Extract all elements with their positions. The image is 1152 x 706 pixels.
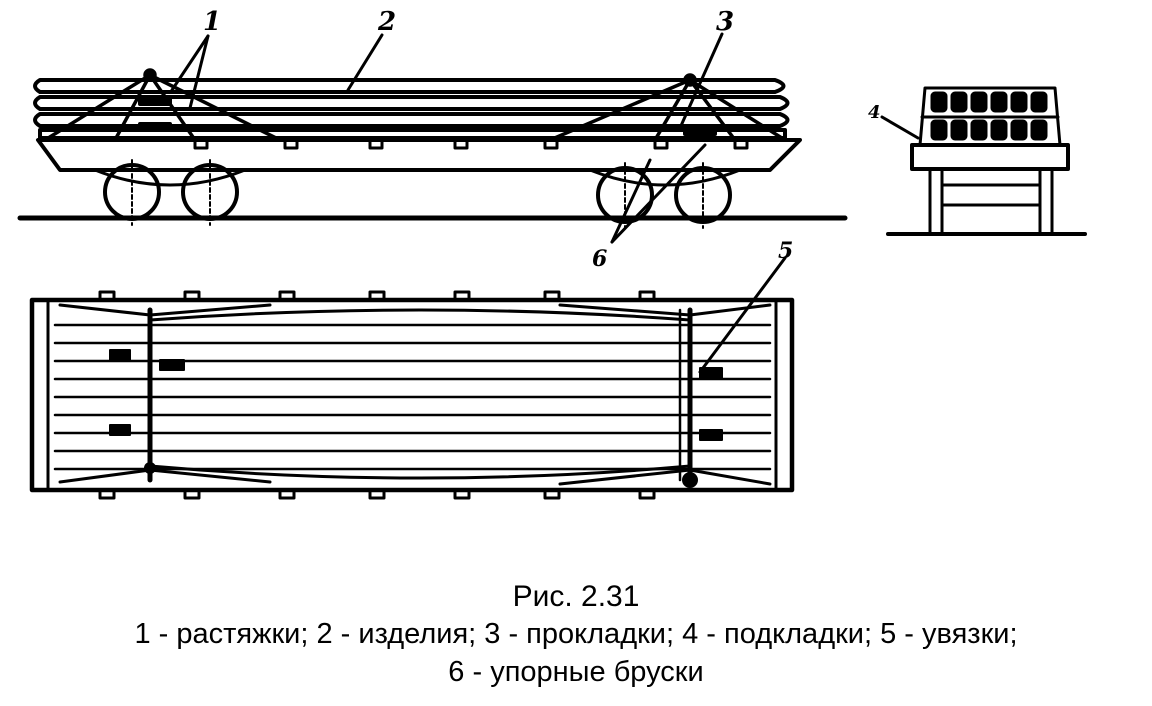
cargo-cross-section: [918, 86, 1062, 147]
bindings: [147, 307, 693, 483]
figure-legend-line-2: 6 - упорные бруски: [448, 656, 704, 688]
spacer-blocks: [138, 96, 717, 136]
tie-downs-left: [43, 68, 282, 142]
figure-legend-line-1: 1 - растяжки; 2 - изделия; 3 - прокладки…: [134, 618, 1018, 650]
callout-4: 4: [868, 102, 881, 123]
bogie-left: [93, 159, 247, 226]
callout-1: 1: [203, 7, 221, 37]
loading-scheme-drawing: 1 2 3 4 5 6: [17, 7, 1087, 500]
callout-labels: 1 2 3 4 5 6: [203, 7, 881, 272]
end-view: [880, 86, 1087, 236]
callout-3: 3: [716, 7, 734, 37]
callout-2: 2: [377, 7, 396, 37]
plan-stake-pockets: [98, 290, 656, 500]
plan-frame: [29, 297, 795, 493]
end-platform: [910, 143, 1070, 171]
lumber-rows: [53, 323, 772, 471]
figure-caption-title: Рис. 2.31: [512, 580, 640, 613]
side-view: [17, 32, 848, 244]
plan-view: [29, 256, 795, 500]
plan-tie-downs: [58, 303, 772, 486]
callout-6: 6: [592, 246, 607, 272]
callout-5: 5: [778, 238, 793, 264]
plan-leader: [698, 256, 787, 374]
stake-pockets: [193, 138, 749, 150]
end-leader: [880, 115, 920, 140]
end-underframe: [928, 167, 1054, 236]
plan-markers: [109, 349, 723, 488]
side-leaders: [170, 32, 724, 244]
